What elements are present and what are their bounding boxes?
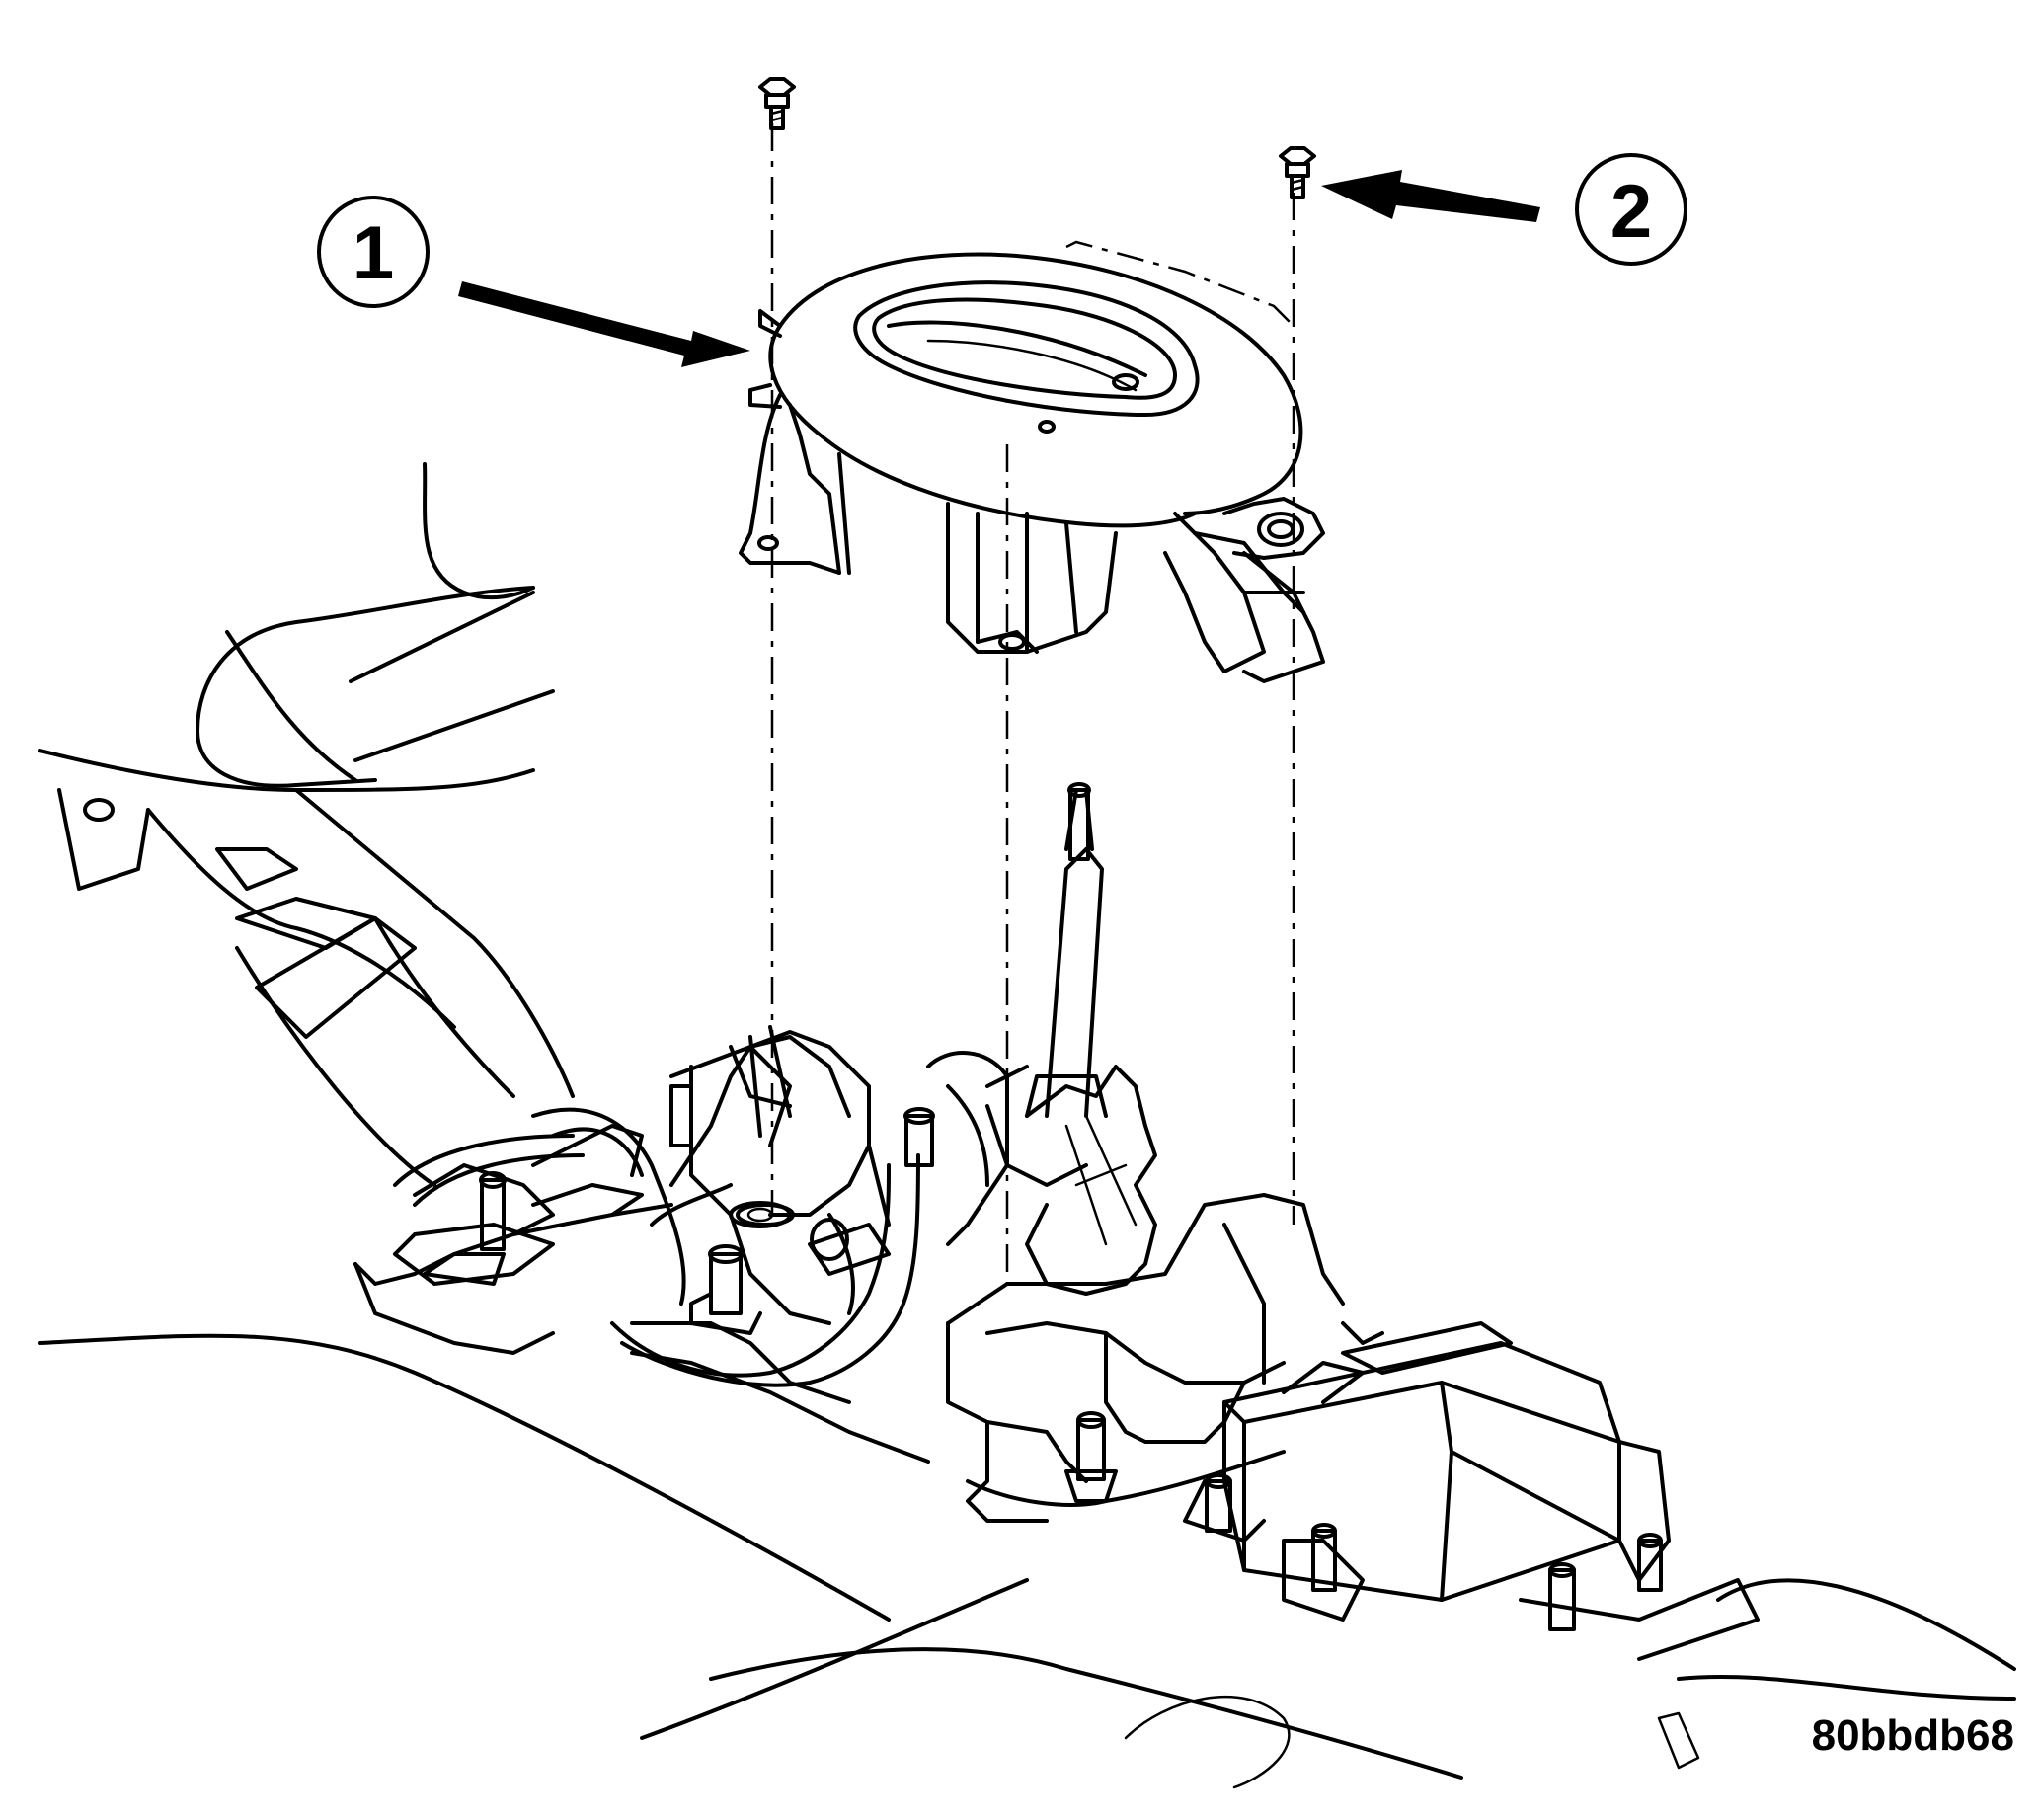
callout-2: 2 xyxy=(1575,153,1687,266)
alignment-lines xyxy=(770,123,1295,1284)
callout-1: 1 xyxy=(317,196,430,308)
shifter-bezel xyxy=(739,252,1325,683)
callout-2-arrow xyxy=(1321,170,1540,222)
shift-lever-rod xyxy=(1025,782,1108,1118)
callout-1-arrow xyxy=(458,281,750,367)
bezel-screw-right xyxy=(1279,146,1316,199)
bezel-screw-left xyxy=(758,77,796,130)
left-trim-panel xyxy=(38,462,575,1187)
console-floor-lines xyxy=(38,1333,2016,1789)
shifter-base-assembly xyxy=(353,1025,1345,1523)
control-module-box xyxy=(1183,1321,1760,1661)
callout-1-number: 1 xyxy=(353,211,394,295)
callout-2-number: 2 xyxy=(1610,170,1652,254)
figure-code: 80bbdb68 xyxy=(1812,1711,2014,1760)
